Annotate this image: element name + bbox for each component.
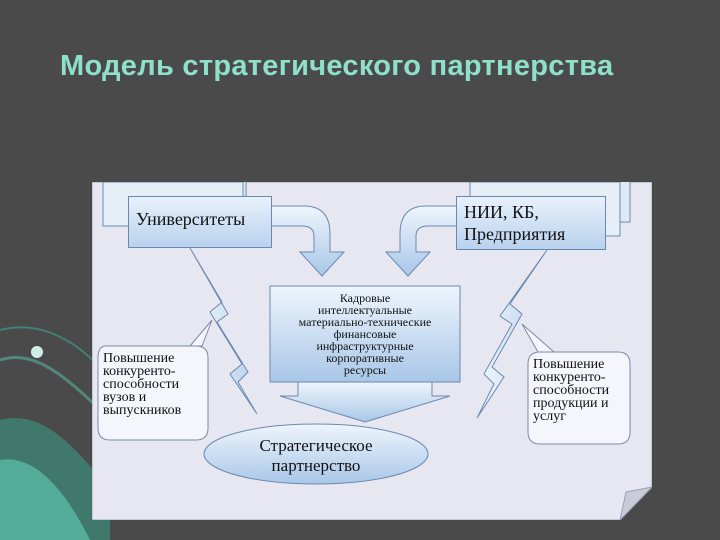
nii-label-line1: НИИ, КБ,	[464, 203, 539, 221]
partnership-label: Стратегическое партнерство	[206, 436, 426, 476]
resources-list: Кадровые интеллектуальные материально-те…	[270, 292, 460, 376]
partnership-line: партнерство	[206, 456, 426, 476]
right-callout-line: услуг	[533, 410, 609, 423]
nii-label-line2: Предприятия	[464, 225, 565, 243]
left-callout-line: выпускников	[103, 404, 181, 417]
slide-title: Модель стратегического партнерства	[60, 50, 613, 83]
resources-item: ресурсы	[270, 364, 460, 376]
universities-label: Университеты	[136, 210, 245, 228]
right-callout-text: Повышение конкуренто- способности продук…	[533, 358, 609, 423]
left-callout-text: Повышение конкуренто- способности вузов …	[103, 352, 181, 417]
partnership-line: Стратегическое	[206, 436, 426, 456]
